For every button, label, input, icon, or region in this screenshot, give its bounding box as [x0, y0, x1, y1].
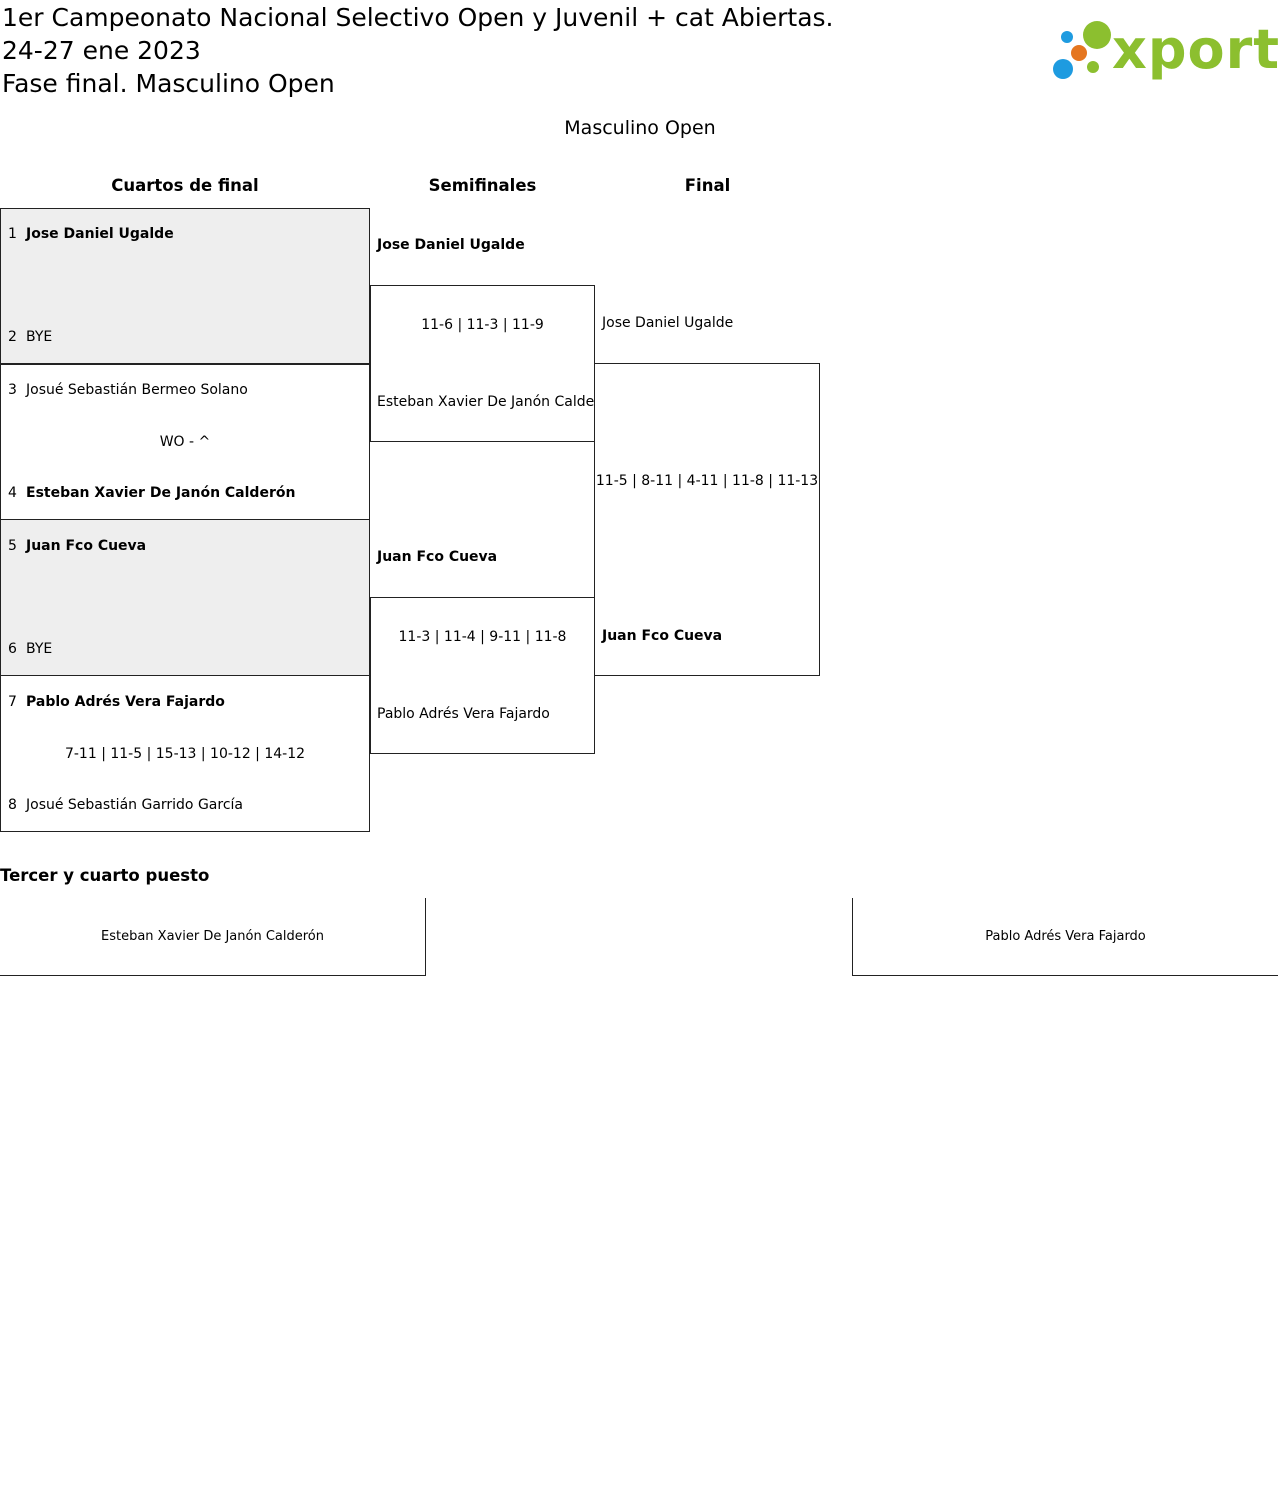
- seed-number: 6: [8, 641, 17, 657]
- player-slot: 6 BYE: [8, 641, 52, 657]
- round-header-final: Final: [684, 176, 731, 195]
- player-name: BYE: [26, 329, 53, 345]
- final-match: 11-5 | 8-11 | 4-11 | 11-8 | 11-13 Juan F…: [594, 363, 820, 676]
- seed-number: 1: [8, 226, 17, 242]
- player-name: Pablo Adrés Vera Fajardo: [26, 694, 225, 710]
- tournament-dates: 24-27 ene 2023: [2, 36, 201, 65]
- round-header-quarterfinals: Cuartos de final: [111, 176, 259, 195]
- player-slot: 5 Juan Fco Cueva: [8, 538, 146, 554]
- round-header-semifinals: Semifinales: [428, 176, 537, 195]
- tournament-title: 1er Campeonato Nacional Selectivo Open y…: [2, 3, 834, 32]
- quarterfinal-match-3: 5 Juan Fco Cueva 6 BYE: [0, 519, 370, 676]
- logo-wordmark: xporty: [1112, 18, 1280, 81]
- semifinal-match-2: 11-3 | 11-4 | 9-11 | 11-8 Pablo Adrés Ve…: [370, 597, 595, 754]
- seed-number: 8: [8, 797, 17, 813]
- player-slot: 2 BYE: [8, 329, 52, 345]
- xporty-logo: xporty: [1050, 18, 1280, 84]
- player-name: BYE: [26, 641, 53, 657]
- seed-number: 3: [8, 382, 17, 398]
- phase-title: Fase final. Masculino Open: [2, 69, 335, 98]
- semifinal-2-player-1: Juan Fco Cueva: [377, 549, 498, 565]
- player-name: Juan Fco Cueva: [26, 538, 147, 554]
- seed-number: 2: [8, 329, 17, 345]
- seed-number: 5: [8, 538, 17, 554]
- quarterfinal-match-1: 1 Jose Daniel Ugalde 2 BYE: [0, 208, 370, 365]
- semifinal-match-1: 11-6 | 11-3 | 11-9 Esteban Xavier De Jan…: [370, 285, 595, 442]
- seed-number: 4: [8, 485, 17, 501]
- semifinal-1-player-2: Esteban Xavier De Janón Calderón: [377, 394, 595, 410]
- player-name: Jose Daniel Ugalde: [26, 226, 174, 242]
- final-player-2: Juan Fco Cueva: [602, 628, 723, 644]
- player-name: Esteban Xavier De Janón Calderón: [101, 929, 324, 944]
- logo-dots-icon: [1053, 21, 1111, 79]
- category-title: Masculino Open: [564, 117, 716, 139]
- player-slot: 3 Josué Sebastián Bermeo Solano: [8, 382, 248, 398]
- third-place-player-2: Pablo Adrés Vera Fajardo: [852, 898, 1278, 976]
- semifinal-1-player-1: Jose Daniel Ugalde: [377, 237, 525, 253]
- match-score: 11-6 | 11-3 | 11-9: [421, 317, 544, 333]
- quarterfinal-match-4: 7 Pablo Adrés Vera Fajardo 7-11 | 11-5 | …: [0, 675, 370, 832]
- match-score: WO - ^: [159, 434, 211, 450]
- player-name: Esteban Xavier De Janón Calderón: [26, 485, 296, 501]
- player-name: Pablo Adrés Vera Fajardo: [985, 929, 1146, 944]
- match-score: 11-3 | 11-4 | 9-11 | 11-8: [398, 629, 567, 645]
- player-name: Josué Sebastián Garrido García: [26, 797, 243, 813]
- player-slot: 8 Josué Sebastián Garrido García: [8, 797, 243, 813]
- player-slot: 1 Jose Daniel Ugalde: [8, 226, 174, 242]
- player-name: Josué Sebastián Bermeo Solano: [26, 382, 248, 398]
- player-slot: 7 Pablo Adrés Vera Fajardo: [8, 694, 225, 710]
- semifinal-2-player-2: Pablo Adrés Vera Fajardo: [377, 706, 550, 722]
- seed-number: 7: [8, 694, 17, 710]
- match-score: 11-5 | 8-11 | 4-11 | 11-8 | 11-13: [595, 473, 819, 489]
- final-player-1: Jose Daniel Ugalde: [602, 315, 734, 331]
- player-slot: 4 Esteban Xavier De Janón Calderón: [8, 485, 295, 501]
- third-place-title: Tercer y cuarto puesto: [0, 866, 210, 885]
- match-score: 7-11 | 11-5 | 15-13 | 10-12 | 14-12: [64, 746, 306, 762]
- third-place-player-1: Esteban Xavier De Janón Calderón: [0, 898, 426, 976]
